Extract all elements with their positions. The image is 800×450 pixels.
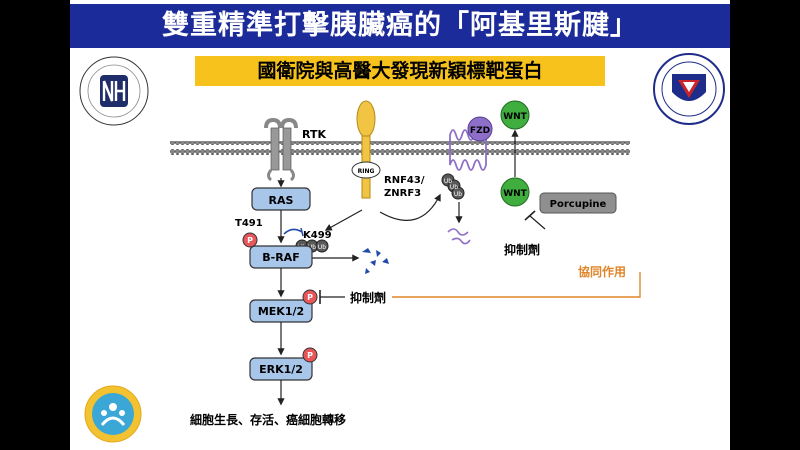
- erk-phospho: [302, 347, 318, 363]
- t491-label: T491: [235, 218, 263, 229]
- rnf43-label-2: ZNRF3: [384, 188, 421, 199]
- slide-subtitle: 國衛院與高醫大發現新穎標靶蛋白: [195, 56, 605, 86]
- rnf43-znrf3: [351, 100, 381, 199]
- ub-label: Ub: [308, 244, 316, 251]
- erk-label: ERK1/2: [259, 363, 303, 376]
- ub-label: Ub: [318, 244, 326, 251]
- porcupine-box: [539, 192, 617, 214]
- slide-title: 雙重精準打擊胰臟癌的「阿基里斯腱」: [70, 4, 730, 48]
- braf-degradation-fragments: [362, 248, 389, 274]
- mek-label: MEK1/2: [258, 305, 304, 318]
- inhibitor-2-label: 抑制劑: [504, 242, 540, 257]
- ring-label: RING: [358, 168, 375, 175]
- synergy-bracket: [392, 272, 641, 298]
- braf-label: B-RAF: [262, 251, 299, 264]
- synergy-label: 協同作用: [578, 264, 626, 279]
- k499-label: K499: [303, 230, 332, 241]
- mek-phospho: [302, 289, 318, 305]
- kmu-logo: [653, 53, 725, 125]
- ub-label: Ub: [444, 178, 452, 185]
- phospho-label: P: [307, 351, 313, 360]
- fzd-receptor: [449, 129, 487, 171]
- cell-membrane: [170, 141, 630, 155]
- right-letterbox: [730, 0, 800, 450]
- wnt-mid-label: WNT: [503, 189, 527, 199]
- nhri-logo: [79, 56, 149, 126]
- inhibitor-1-label: 抑制劑: [350, 290, 386, 305]
- wnt-top-label: WNT: [503, 112, 527, 122]
- fzd-degradation: [447, 228, 471, 245]
- ras-label: RAS: [269, 194, 294, 207]
- fzd-ubiquitin-chain: Ub Ub Ub: [441, 173, 465, 200]
- pathway-diagram: RTK RAS T491 K499 Ub Ub Ub B-RAF P: [170, 100, 641, 427]
- wnt-top-node: [500, 100, 530, 130]
- phospho-label: P: [307, 293, 313, 302]
- fzd-label: FZD: [470, 126, 490, 136]
- rnf43-label-1: RNF43/: [384, 175, 425, 186]
- ub-label: Ub: [450, 184, 458, 191]
- phospho-label: P: [247, 236, 253, 245]
- porcupine-label: Porcupine: [550, 199, 607, 210]
- rtk-label: RTK: [302, 128, 326, 141]
- mohw-logo: [84, 385, 142, 443]
- wnt-mid-node: [500, 177, 530, 207]
- fzd-node: [467, 116, 493, 142]
- rtk-receptor: [264, 117, 298, 182]
- ub-label: Ub: [454, 191, 462, 198]
- outcome-label: 細胞生長、存活、癌細胞轉移: [190, 412, 346, 427]
- left-letterbox: [0, 0, 70, 450]
- braf-phospho: [242, 232, 258, 248]
- slide: 雙重精準打擊胰臟癌的「阿基里斯腱」 國衛院與高醫大發現新穎標靶蛋白: [70, 0, 730, 450]
